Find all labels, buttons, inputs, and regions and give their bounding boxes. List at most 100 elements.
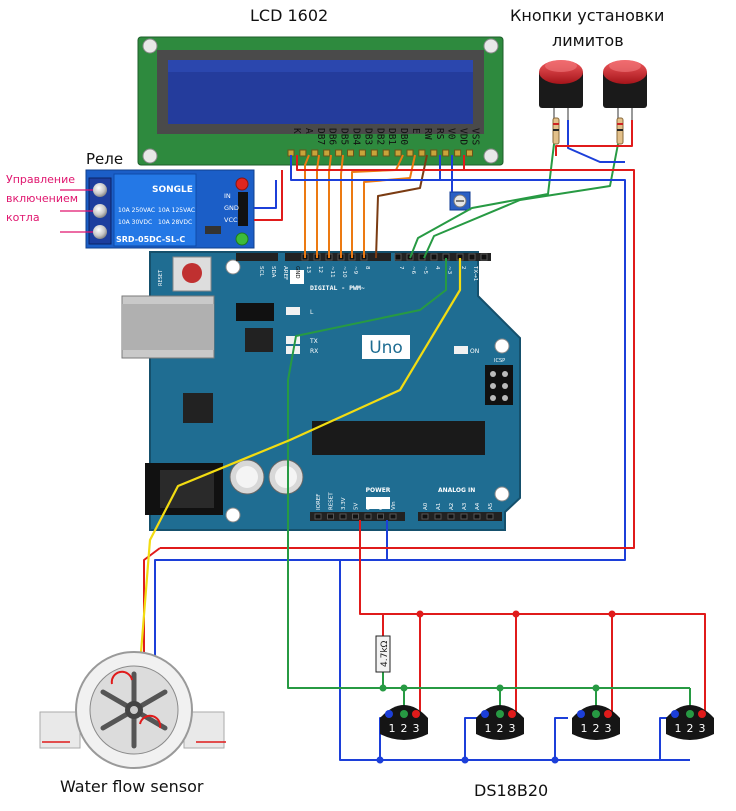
sensor-pin-label: 1: [581, 722, 588, 735]
lcd-pin: [370, 149, 378, 157]
sensor-pin-dot: [496, 710, 504, 718]
lcd-pin: [418, 149, 426, 157]
sensor-pin-label: 3: [605, 722, 612, 735]
relay-rating: 10A 250VAC: [118, 207, 155, 214]
digital-pin-label: 2: [460, 266, 466, 270]
sensor-pin-label: 2: [687, 722, 694, 735]
atmega-chip: [312, 421, 485, 455]
relay-brand: SONGLE: [152, 185, 193, 195]
lcd-pin: [430, 149, 438, 157]
sensor-pin-dot: [577, 710, 585, 718]
relay-rating: 10A 30VDC: [118, 219, 152, 226]
power-pin: [389, 513, 397, 520]
sensor-pin-label: 3: [699, 722, 706, 735]
power-pin: [327, 513, 334, 520]
digital-pin-label: RX←0: [484, 266, 490, 282]
lcd-pin-label: DB5: [339, 128, 350, 145]
top-pin-label: SDA: [270, 266, 276, 278]
analog-pin: [447, 513, 455, 520]
lcd-pin: [382, 149, 390, 157]
relay-screw-terminal: [93, 225, 107, 239]
power-pin-label: 5V: [354, 503, 360, 510]
top-pin-label: GND: [294, 266, 300, 279]
power-pin-label: 3.3V: [341, 497, 347, 510]
sensor-pin-dot: [604, 710, 612, 718]
analog-pin-label: A5: [488, 502, 494, 510]
sensor-pin-label: 1: [389, 722, 396, 735]
digital-pin-label: 7: [398, 266, 404, 270]
lcd-pin-label: V0: [446, 128, 457, 140]
buttons-title-line1: Кнопки установки: [510, 6, 665, 25]
analog-pin-label: A2: [449, 503, 455, 510]
lcd-pin-label: VDD: [458, 128, 469, 145]
lcd-pin: [466, 149, 473, 157]
relay-model: SRD-05DC-SL-C: [116, 235, 185, 244]
analog-pin: [434, 513, 442, 520]
relay-screw-terminal: [93, 204, 107, 218]
lcd-pin: [394, 149, 402, 157]
lcd-pin: [454, 149, 462, 157]
sensor-pin-label: 3: [509, 722, 516, 735]
reset-label: RESET: [158, 269, 164, 286]
sensor-pin-label: 2: [593, 722, 600, 735]
lcd-pin-label: DB0: [398, 128, 409, 145]
digital-pin-label: ~11: [329, 266, 335, 278]
relay-led-red: [235, 177, 249, 191]
relay-control-line1: Управление: [6, 173, 76, 186]
digital-pin-label: ~9: [352, 266, 358, 275]
lcd-pin: [323, 149, 331, 157]
power-pin: [364, 513, 372, 520]
relay-control-line2: включением: [6, 192, 79, 205]
relay-pin-label: VCC: [224, 216, 238, 224]
lcd-pin-label: K: [291, 128, 302, 134]
lcd-pin-label: A: [303, 128, 314, 134]
led-on-label: ON: [470, 348, 479, 355]
lcd-pin-label: RS: [434, 128, 445, 140]
sensor-pin-label: 3: [413, 722, 420, 735]
lcd-pin-label: DB4: [351, 128, 362, 145]
analog-pin-label: A0: [423, 502, 429, 510]
power-pin: [314, 513, 322, 520]
sensor-pin-dot: [385, 710, 393, 718]
lcd-pin-label: VSS: [470, 128, 481, 145]
lcd-pin-label: DB1: [386, 128, 397, 145]
power-pin-label: IOREF: [316, 494, 322, 510]
relay-rating: 10A 28VDC: [158, 219, 192, 226]
lcd-pin: [335, 149, 343, 157]
limit-button-1[interactable]: [539, 60, 583, 120]
sensor-pin-dot: [508, 710, 516, 718]
sensor-pin-label: 1: [675, 722, 682, 735]
analog-label: ANALOG IN: [438, 487, 475, 494]
power-pin-label: Vin: [391, 501, 397, 510]
digital-pin: [394, 253, 402, 261]
lcd-pin: [299, 149, 307, 157]
sensor-pin-dot: [671, 710, 679, 718]
sensor-pin-label: 2: [401, 722, 408, 735]
water-flow-sensor: [39, 651, 226, 769]
icsp-header: [485, 365, 513, 405]
usb-chip: [245, 328, 273, 352]
digital-pin-label: ~3: [446, 266, 452, 275]
analog-pin: [486, 513, 494, 520]
lcd-pin-label: DB2: [374, 128, 385, 145]
contrast-potentiometer[interactable]: [449, 191, 471, 211]
digital-pin-label: ~10: [341, 266, 347, 278]
limit-button-2[interactable]: [603, 60, 647, 120]
analog-header: [418, 512, 502, 521]
digital-pin-label: 12: [317, 266, 323, 273]
analog-pin-label: A4: [475, 502, 481, 510]
sensor-pin-dot: [481, 710, 489, 718]
digital-label: DIGITAL - PWM~: [310, 284, 365, 292]
flow-sensor-label: Water flow sensor: [60, 777, 204, 796]
digital-pin-label: 8: [364, 266, 370, 270]
lcd-pin: [406, 149, 414, 157]
lcd-pin: [358, 149, 366, 157]
